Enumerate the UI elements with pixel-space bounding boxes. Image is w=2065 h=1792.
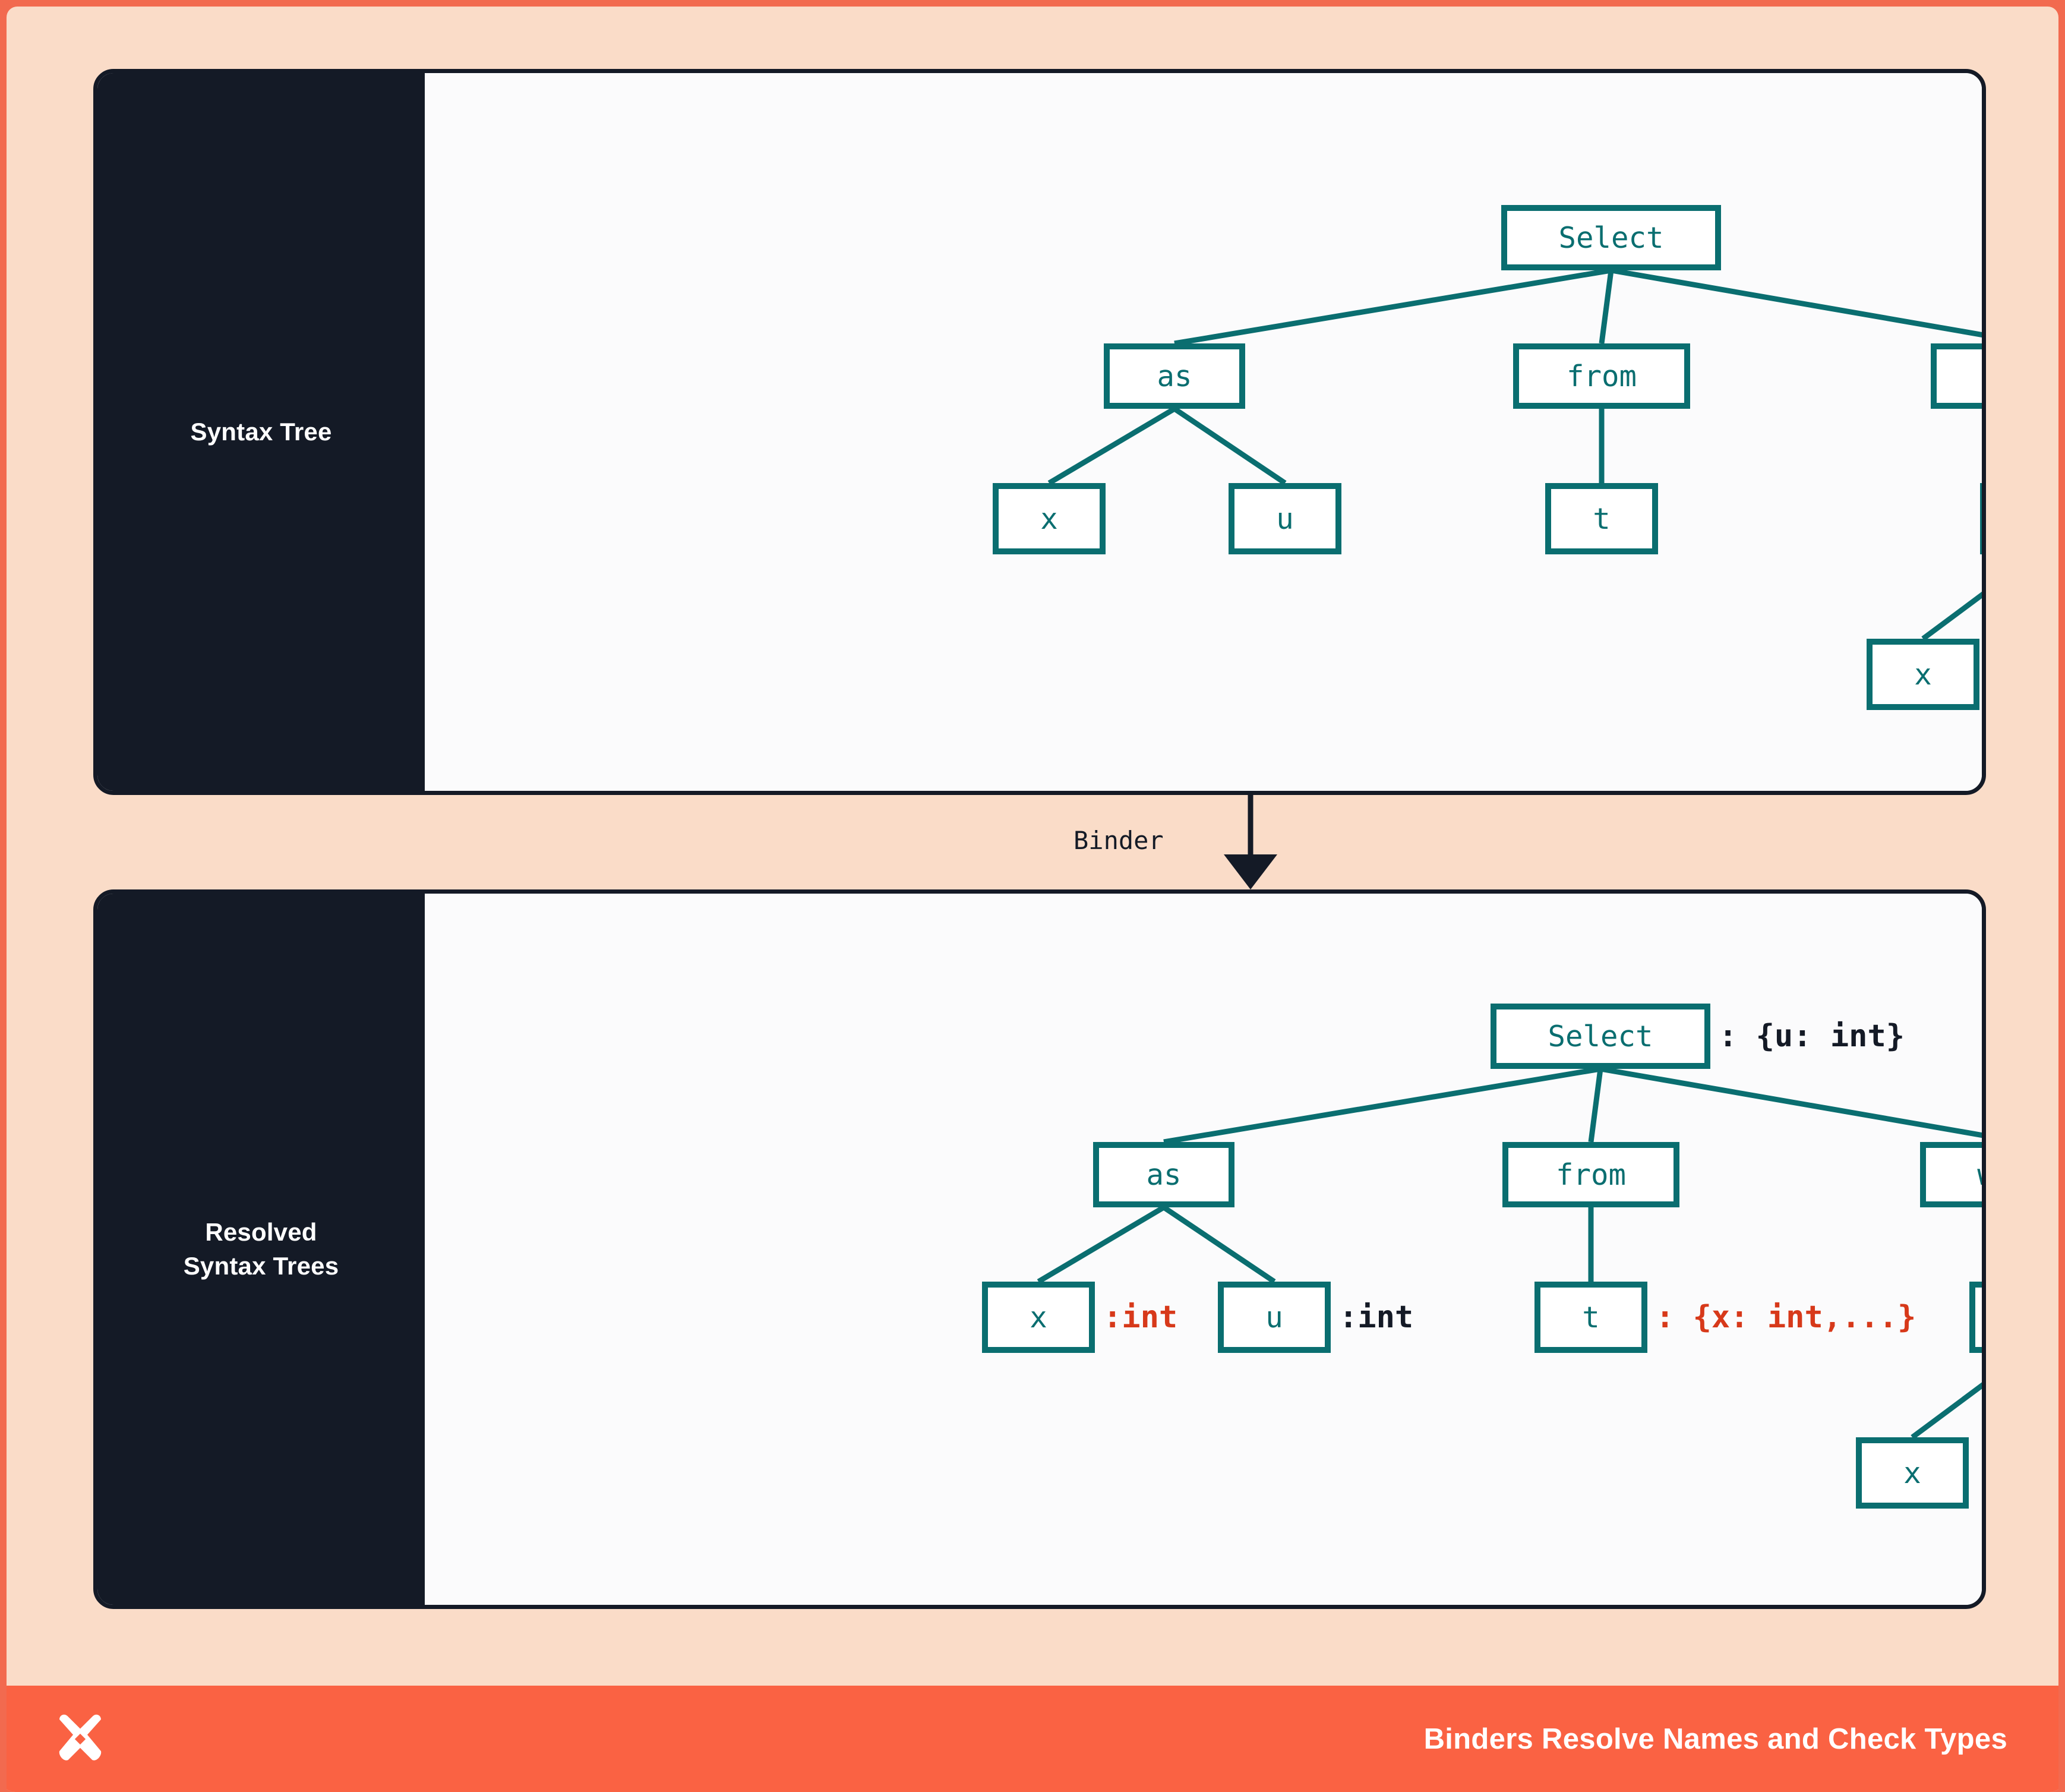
- syntax-tree-node-select[interactable]: Select: [1501, 205, 1721, 270]
- binder-transition: Binder: [93, 795, 1986, 889]
- resolved-tree-node-as[interactable]: as: [1093, 1142, 1234, 1207]
- syntax-tree-edges: [1047, 267, 1982, 641]
- resolved-tree-node-gt_x[interactable]: x: [1856, 1437, 1969, 1509]
- butterfly-x-logo-icon: [59, 1714, 102, 1761]
- syntax-tree-panel-label: Syntax Tree: [190, 417, 332, 446]
- footer-title: Binders Resolve Names and Check Types: [1423, 1722, 2007, 1755]
- syntax-tree-node-gt_x[interactable]: x: [1867, 639, 1979, 710]
- syntax-tree-node-where[interactable]: where: [1931, 343, 1982, 409]
- resolved-tree-edge-as-as_x: [1037, 1205, 1166, 1284]
- syntax-tree-edge-select-where: [1611, 267, 1982, 337]
- syntax-tree-edge-as-as_u: [1173, 406, 1287, 485]
- syntax-tree-edge-as-as_x: [1047, 406, 1176, 485]
- resolved-tree-node-as_x[interactable]: x: [982, 1282, 1095, 1353]
- resolved-label-line-1: Resolved: [205, 1217, 317, 1246]
- resolved-syntax-trees-edges: [1037, 1066, 1982, 1440]
- resolved-tree-edge-select-as: [1163, 1066, 1601, 1145]
- resolved-tree-node-as_u[interactable]: u: [1218, 1282, 1331, 1353]
- resolved-tree-edge-gt-gt_x: [1911, 1382, 1982, 1440]
- syntax-tree-panel-sidebar: Syntax Tree: [97, 73, 425, 791]
- binder-arrow-icon: [1224, 795, 1277, 889]
- syntax-tree-node-from_t[interactable]: t: [1545, 483, 1658, 554]
- resolved-tree-edge-select-where: [1600, 1066, 1982, 1138]
- syntax-tree-node-from[interactable]: from: [1513, 343, 1690, 409]
- resolved-label-line-2: Syntax Trees: [183, 1251, 339, 1280]
- resolved-syntax-trees-panel-label: Resolved Syntax Trees: [184, 1216, 339, 1283]
- resolved-tree-edge-as-as_u: [1162, 1205, 1276, 1284]
- resolved-tree-annotation-as_u: :int: [1339, 1299, 1414, 1335]
- resolved-tree-node-from[interactable]: from: [1502, 1142, 1679, 1207]
- resolved-tree-annotation-as_x: :int: [1103, 1299, 1178, 1335]
- resolved-tree-node-gt[interactable]: >: [1969, 1282, 1982, 1353]
- resolved-syntax-trees-stage: Select: {u: int}asfromwherex:intu:intt: …: [425, 894, 1982, 1605]
- footer-bar: Binders Resolve Names and Check Types: [7, 1686, 2058, 1792]
- syntax-tree-node-gt[interactable]: >: [1980, 483, 1982, 554]
- syntax-tree-edge-gt-gt_x: [1921, 591, 1982, 641]
- syntax-tree-stage: Selectasfromwherexut>x0: [425, 73, 1982, 791]
- syntax-tree-node-as_x[interactable]: x: [993, 483, 1106, 554]
- syntax-tree-node-as[interactable]: as: [1104, 343, 1245, 409]
- resolved-tree-annotation-select: : {u: int}: [1719, 1018, 1905, 1054]
- syntax-tree-edge-select-as: [1174, 267, 1612, 346]
- resolved-tree-annotation-from_t: : {x: int,...}: [1656, 1299, 1916, 1335]
- resolved-tree-node-where[interactable]: where: [1920, 1142, 1982, 1207]
- resolved-tree-edge-select-from: [1588, 1068, 1603, 1143]
- resolved-tree-annotation-gt_x: :int: [1977, 1457, 1982, 1488]
- resolved-tree-node-from_t[interactable]: t: [1534, 1282, 1647, 1353]
- binder-label: Binder: [1073, 826, 1164, 855]
- syntax-tree-edge-select-from: [1599, 270, 1614, 344]
- syntax-tree-panel: Syntax Tree Selectasfromwherexut>x0: [93, 69, 1986, 795]
- resolved-syntax-trees-panel: Resolved Syntax Trees Select: {u: int} as…: [93, 889, 1986, 1609]
- resolved-syntax-trees-panel-sidebar: Resolved Syntax Trees: [97, 894, 425, 1605]
- syntax-tree-node-as_u[interactable]: u: [1229, 483, 1341, 554]
- resolved-tree-node-select[interactable]: Select: [1491, 1004, 1710, 1069]
- poster-canvas: Syntax Tree Selectasfromwherexut>x0 Bind…: [7, 7, 2058, 1792]
